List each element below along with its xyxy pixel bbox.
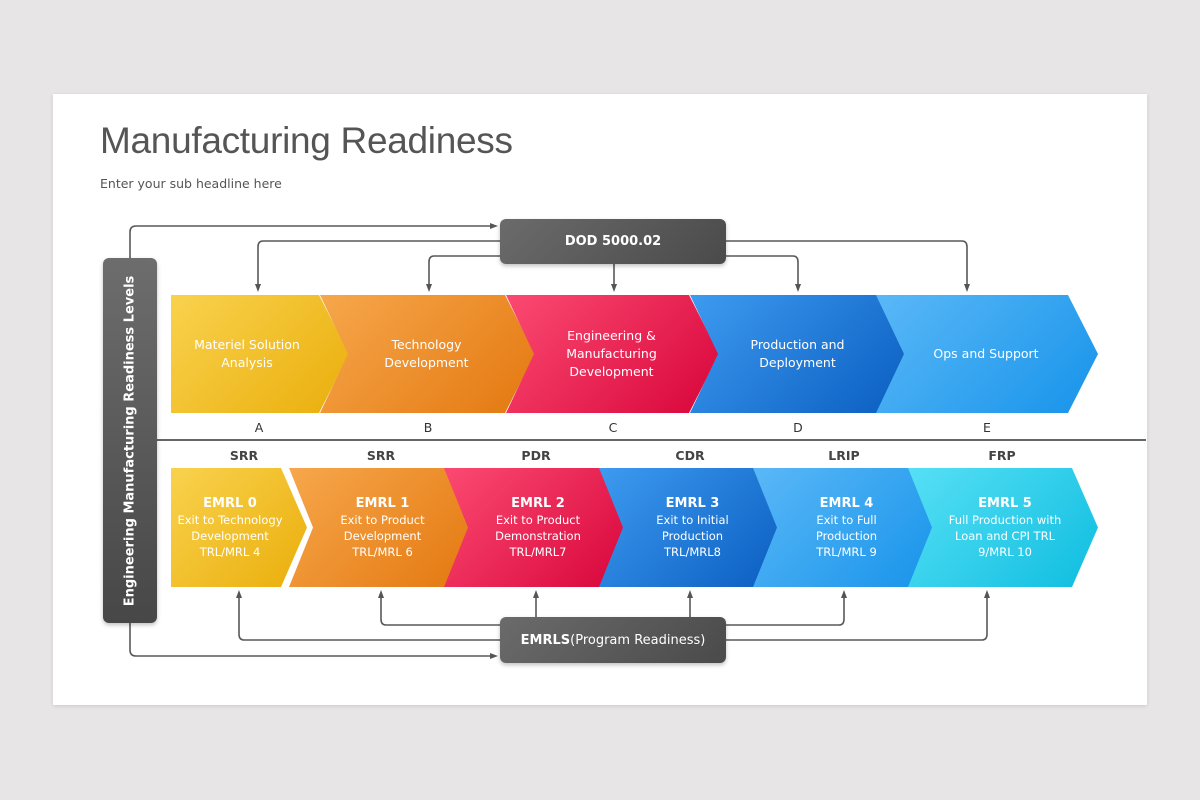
emrl-description-line: Loan and CPI TRL: [955, 528, 1055, 543]
emrl-title: EMRL 4: [819, 495, 874, 511]
emrl-description-line: TRL/MRL8: [664, 544, 721, 559]
emrl-description-line: 9/MRL 10: [978, 544, 1032, 559]
emrl-description-line: Production: [661, 528, 724, 543]
dod-label: DOD 5000.02: [564, 234, 662, 249]
emrl-description-line: Exit to Initial: [656, 512, 729, 527]
review-milestone-label: LRIP: [828, 448, 860, 463]
vertical-label: Engineering Manufacturing Readiness Leve…: [122, 275, 138, 606]
page-title: Manufacturing Readiness: [100, 120, 513, 161]
review-milestone-label: PDR: [521, 448, 551, 463]
emrls-label-rest: (Program Readiness): [570, 632, 706, 648]
emrl-title: EMRL 2: [511, 495, 565, 511]
review-milestone-label: SRR: [229, 448, 259, 463]
emrl-description-line: Exit to Product: [495, 512, 581, 527]
phase-chevron: Production and Deployment: [690, 295, 907, 413]
review-milestone-label: SRR: [366, 448, 396, 463]
emrls-label-bold: EMRLS: [520, 632, 571, 648]
phase-label: Materiel Solution Analysis: [194, 337, 300, 370]
emrl-title: EMRL 3: [665, 495, 720, 511]
review-milestone-label: CDR: [675, 448, 705, 463]
sub-headline: Enter your sub headline here: [100, 176, 282, 191]
phase-label: Ops and Support: [933, 346, 1039, 361]
phase-milestone-letter: B: [423, 420, 433, 435]
emrl-description-line: Development: [191, 528, 269, 543]
emrl-levels-label-box: Engineering Manufacturing Readiness Leve…: [103, 258, 157, 623]
phase-milestone-letter: C: [608, 420, 618, 435]
emrls-box: EMRLS (Program Readiness): [500, 617, 726, 663]
emrl-description-line: Demonstration: [495, 528, 581, 543]
emrl-description-line: TRL/MRL 6: [352, 544, 413, 559]
phase-chevron: Technology Development: [320, 295, 535, 413]
phase-chevron: Ops and Support: [876, 295, 1098, 413]
emrl-description-line: Exit to Product: [340, 512, 425, 527]
emrl-description-line: Development: [343, 528, 422, 543]
phase-label: Engineering & Manufacturing Development: [566, 328, 657, 379]
dod-5000-box: DOD 5000.02: [500, 219, 726, 264]
review-milestone-label: FRP: [988, 448, 1016, 463]
phase-milestone-letter: E: [983, 420, 991, 435]
emrl-title: EMRL 0: [203, 495, 257, 511]
emrl-title: EMRL 1: [355, 495, 410, 511]
emrl-description-line: Production: [815, 528, 878, 543]
emrl-description-line: Exit to Technology: [177, 512, 283, 527]
phase-milestone-letter: D: [793, 420, 803, 435]
phase-label: Technology Development: [384, 337, 469, 370]
emrl-description-line: Full Production with: [948, 512, 1062, 527]
emrl-description-line: TRL/MRL7: [509, 544, 567, 559]
emrl-description-line: TRL/MRL 4: [199, 544, 261, 559]
phase-divider-line: [157, 439, 1146, 441]
phase-label: Production and Deployment: [750, 337, 845, 370]
emrl-description-line: TRL/MRL 9: [816, 544, 877, 559]
emrl-description-line: Exit to Full: [816, 512, 877, 527]
emrl-title: EMRL 5: [978, 495, 1032, 511]
phase-chevron: Materiel Solution Analysis: [171, 295, 349, 413]
phase-chevron: Engineering & Manufacturing Development: [506, 295, 719, 413]
phase-milestone-letter: A: [254, 420, 264, 435]
